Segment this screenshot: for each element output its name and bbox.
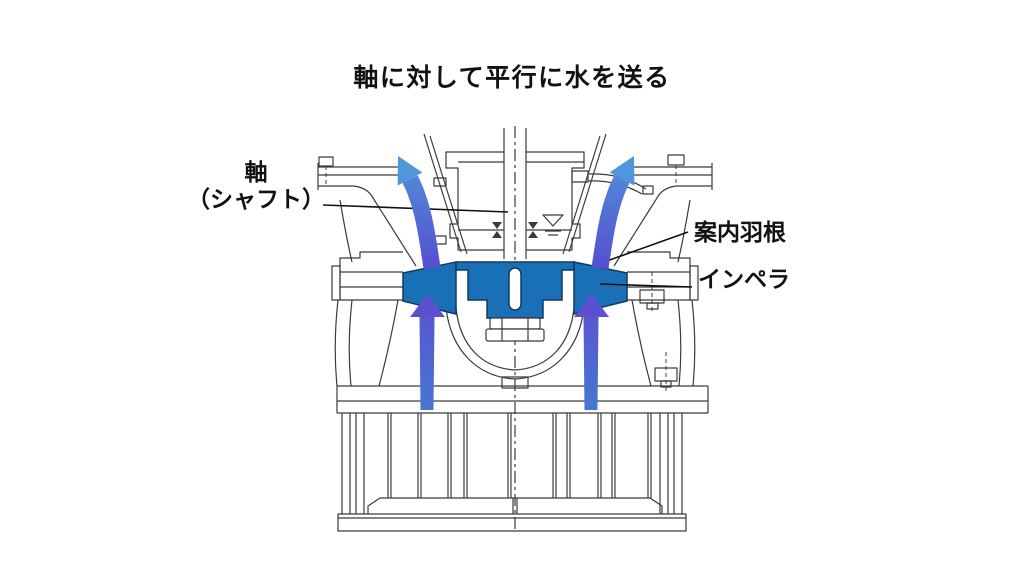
flow-arrow-out-left-head <box>397 156 423 186</box>
suction-bell <box>445 307 585 380</box>
diagram-title: 軸に対して平行に水を送る <box>353 63 671 92</box>
impeller-nut <box>485 317 545 342</box>
pipe-fitting <box>571 170 589 183</box>
shaft-label-line1: 軸 <box>244 160 268 186</box>
bowl-flange-left <box>339 251 403 301</box>
flow-arrow-out-right <box>591 175 630 270</box>
water-level-icon <box>542 214 564 236</box>
bowl-flange-right <box>627 251 691 301</box>
strainer-legs <box>341 413 683 514</box>
impeller-leader-line <box>599 283 693 288</box>
impeller-label: インペラ <box>698 267 790 293</box>
shaft-label: 軸 （シャフト） <box>186 160 326 214</box>
flow-arrow-up-right-head <box>574 294 609 317</box>
shaft-lines <box>503 128 527 259</box>
hub-keyway-slot <box>508 267 522 311</box>
flow-arrow-up-left <box>419 317 435 410</box>
foot-plate <box>367 497 663 514</box>
guide-vane-label: 案内羽根 <box>694 220 786 246</box>
detail-symbols <box>492 214 564 238</box>
flow-arrow-out-right-head <box>609 156 635 186</box>
base-plate <box>336 385 709 414</box>
shaft-label-line2: （シャフト） <box>187 187 325 213</box>
pump-casing-lines <box>317 126 713 533</box>
guide-vane-leader-line <box>603 231 689 263</box>
flow-arrow-out-left <box>402 175 441 270</box>
base-bar <box>337 513 687 532</box>
flow-arrows <box>397 156 635 410</box>
flow-arrow-up-left-head <box>410 294 445 317</box>
flange-bolt <box>667 154 685 166</box>
flow-arrow-up-right <box>583 317 599 410</box>
